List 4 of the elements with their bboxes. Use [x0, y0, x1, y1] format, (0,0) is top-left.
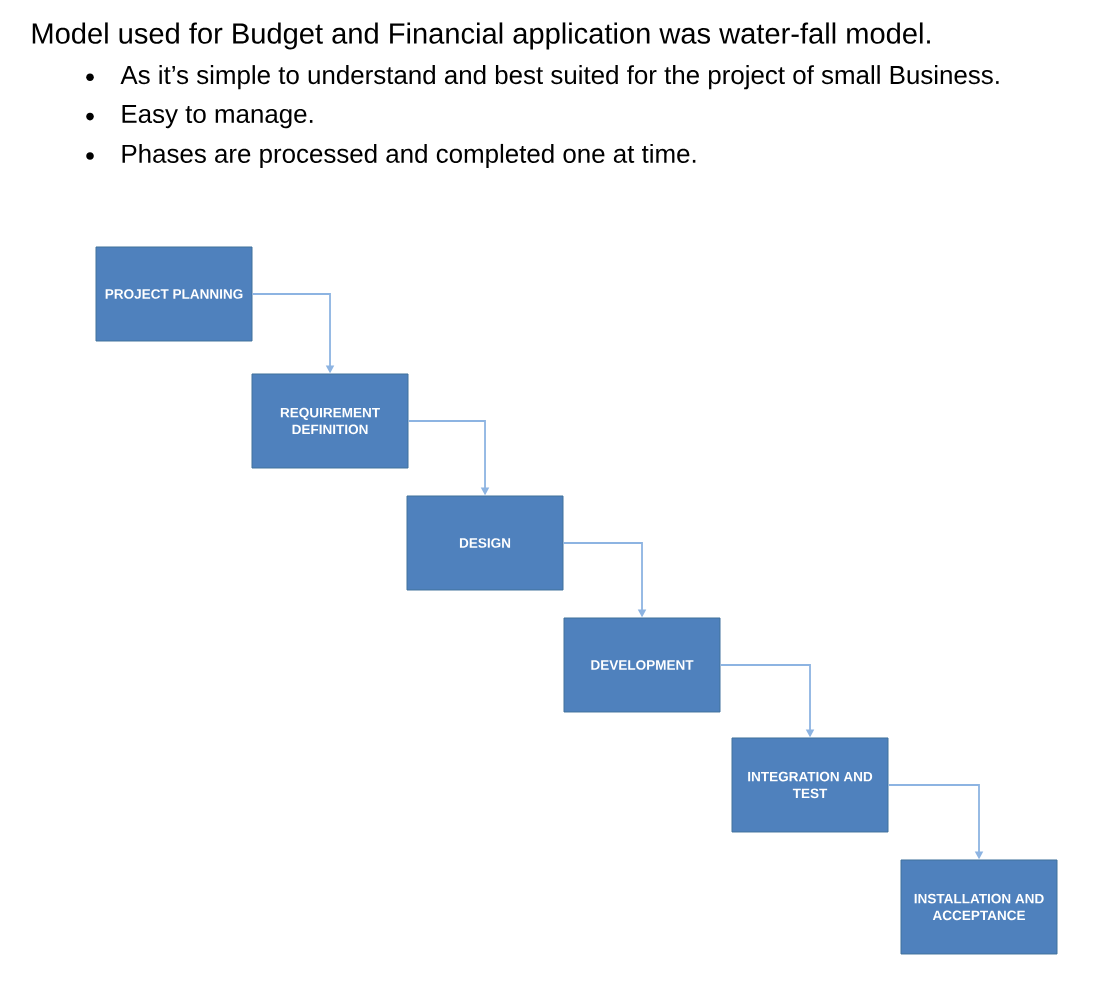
- list-item: As it’s simple to understand and best suited for the project of small Business.: [120, 65, 999, 90]
- title: Model used for Budget and Financial application was water-fall model.: [32, 22, 930, 50]
- list-item: Easy to manage.: [122, 105, 313, 129]
- list-item: Phases are processed and completed one at time.: [122, 143, 696, 169]
